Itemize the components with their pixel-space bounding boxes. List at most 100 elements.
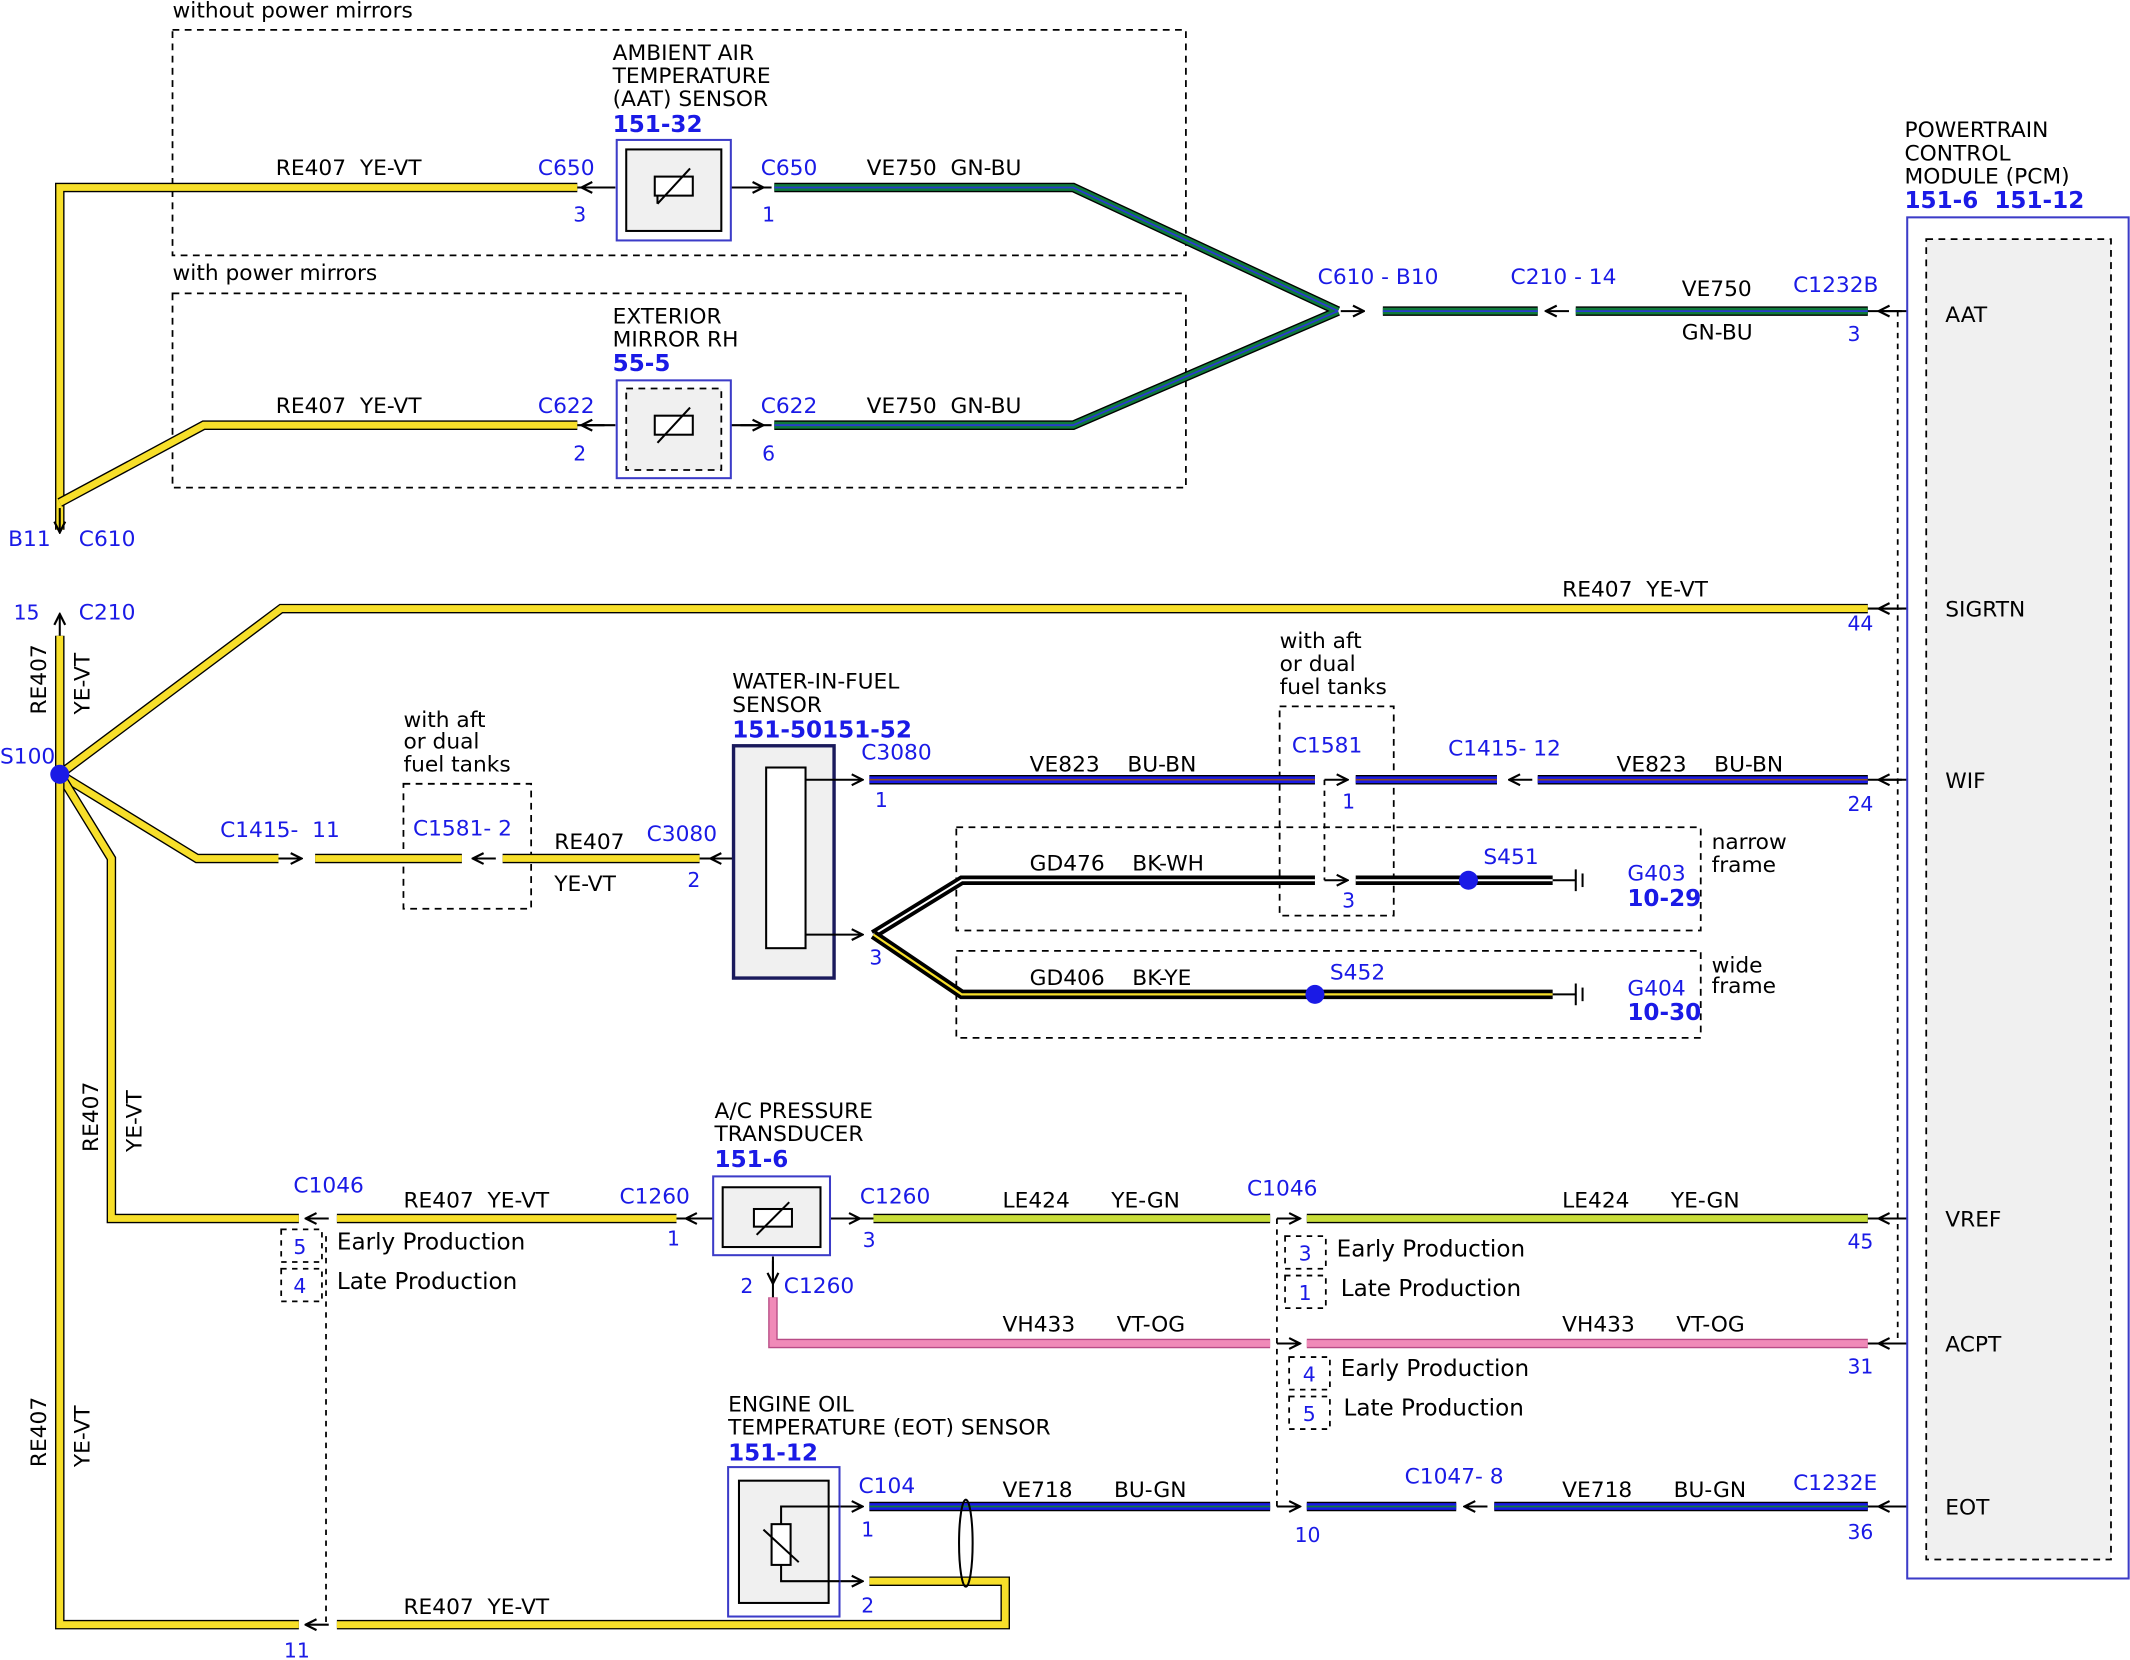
ac-ref: 151-6 [715,1147,789,1173]
prod-late-2: Late Production [1341,1276,1521,1302]
wire-label-re407-vert-1: RE407 [27,644,52,714]
conn-c1415-11: C1415- 11 [220,818,340,843]
pin-acpt-early: 4 [1303,1363,1316,1387]
pin-c622-2: 2 [573,442,586,466]
wire-label-ve718-b: VE718 BU-GN [1562,1478,1746,1503]
pin-eot-36: 36 [1847,1520,1873,1544]
caption-without-mirrors: without power mirrors [173,0,413,24]
caption-narrow-frame-b: frame [1712,853,1776,878]
wire-label-gd476: GD476 BK-WH [1030,852,1204,877]
pin-acpt-31: 31 [1847,1354,1873,1378]
pin-eot-2: 2 [861,1593,874,1617]
pin-acpt-late: 5 [1303,1402,1316,1426]
mirror-ref: 55-5 [613,351,671,377]
wire-label-yevt-vert-2: YE-VT [122,1090,147,1153]
aat-sensor [615,138,732,242]
pin-c3080-1: 1 [875,788,888,812]
caption-aft-tanks-2c: fuel tanks [1280,675,1387,700]
pin-c1581-1: 1 [1342,789,1355,813]
caption-with-mirrors: with power mirrors [173,261,378,286]
pin-c1046-late: 4 [293,1274,306,1298]
ac-title-1: A/C PRESSURE [715,1099,873,1124]
pin-sigrtn-44: 44 [1847,611,1873,635]
conn-c1260-b: C1260 [860,1185,930,1210]
conn-g403-ref: 10-29 [1627,886,1701,912]
pin-c3080-2: 2 [687,868,700,892]
prod-late-3: Late Production [1343,1395,1523,1421]
caption-aft-tanks-1b: or dual [403,729,479,754]
wire-label-yevt-wif: YE-VT [553,872,616,897]
caption-aft-tanks-1a: with aft [403,708,485,733]
conn-c1046-a: C1046 [293,1174,363,1199]
mirror-title-2: MIRROR RH [613,327,739,352]
water-in-fuel-sensor [731,744,840,980]
eot-title-1: ENGINE OIL [728,1392,854,1417]
conn-g403: G403 [1627,861,1685,886]
conn-c210: C210 [79,600,136,625]
conn-c1260-c: C1260 [784,1274,854,1299]
wire-label-re407-vert-3: RE407 [27,1397,52,1467]
conn-s452: S452 [1330,960,1385,985]
conn-c1415-12: C1415- 12 [1448,736,1561,761]
wire-label-re407-mirror: RE407 YE-VT [276,394,422,419]
wire-label-re407-aat: RE407 YE-VT [276,156,422,181]
pin-c650-1: 1 [762,202,775,226]
ac-title-2: TRANSDUCER [714,1122,864,1147]
pcm-title-2: CONTROL [1905,141,2011,166]
eot-title-2: TEMPERATURE (EOT) SENSOR [727,1415,1050,1440]
conn-c610: C610 [79,527,136,552]
conn-c1581-2: C1581- 2 [413,816,512,841]
pcm-title-3: MODULE (PCM) [1905,164,2070,189]
caption-wide-frame-b: frame [1712,974,1776,999]
eot-sensor [727,1466,841,1618]
wire-label-yevt-vert-1: YE-VT [71,652,96,715]
conn-c1047-8: C1047- 8 [1405,1464,1504,1489]
pin-wif-3: 3 [869,945,882,969]
caption-aft-tanks-1c: fuel tanks [403,753,510,778]
pin-wif-24: 24 [1847,792,1873,816]
conn-c650-b: C650 [761,156,818,181]
wire-re407-aat [55,182,578,530]
conn-c3080-b: C3080 [861,740,931,765]
pin-c1581-3: 3 [1342,888,1355,912]
conn-c210-14: C210 - 14 [1511,265,1617,290]
pin-c1260-3: 3 [863,1228,876,1252]
pcm-title-1: POWERTRAIN [1905,118,2049,143]
conn-c1581: C1581 [1292,734,1362,759]
pin-c1047-10: 10 [1295,1523,1321,1547]
pin-vref-45: 45 [1847,1229,1873,1253]
prod-early-2: Early Production [1337,1237,1525,1263]
wire-label-ve750-pcm: VE750 [1682,277,1752,302]
wire-label-ve718-a: VE718 BU-GN [1003,1478,1187,1503]
pcm-pin-aat: AAT [1945,303,1988,328]
conn-s451: S451 [1483,845,1538,870]
pcm-pin-acpt: ACPT [1945,1333,2002,1358]
pin-vref-late: 1 [1299,1281,1312,1305]
splice-s451 [1458,870,1478,890]
wire-label-yevt-vert-3: YE-VT [71,1405,96,1468]
conn-c1232b: C1232B [1793,273,1878,298]
pin-c1260-1: 1 [667,1227,680,1251]
wire-label-re407-wif: RE407 [554,830,624,855]
mirror-title-1: EXTERIOR [613,304,722,329]
wire-ve750 [774,182,1868,430]
wire-label-re407-sigrtn: RE407 YE-VT [1562,577,1708,602]
wire-label-vh433-b: VH433 VT-OG [1562,1312,1745,1337]
conn-b11: B11 [8,527,51,552]
splice-s100 [50,764,70,784]
conn-c650-a: C650 [538,156,595,181]
splices [50,764,1478,1004]
wire-label-re407-vert-2: RE407 [79,1082,104,1152]
splice-s452 [1305,984,1325,1004]
conn-c622-b: C622 [761,394,818,419]
conn-c104: C104 [859,1474,916,1499]
aat-title-3: (AAT) SENSOR [613,87,768,112]
prod-late-1: Late Production [337,1269,517,1295]
pin-c210-15: 15 [14,600,40,624]
wif-title-1: WATER-IN-FUEL [732,670,899,695]
prod-early-1: Early Production [337,1230,525,1256]
pcm-module [1906,216,2130,1580]
pcm-pin-vref: VREF [1945,1208,2001,1233]
wire-gd406 [870,930,1553,1000]
